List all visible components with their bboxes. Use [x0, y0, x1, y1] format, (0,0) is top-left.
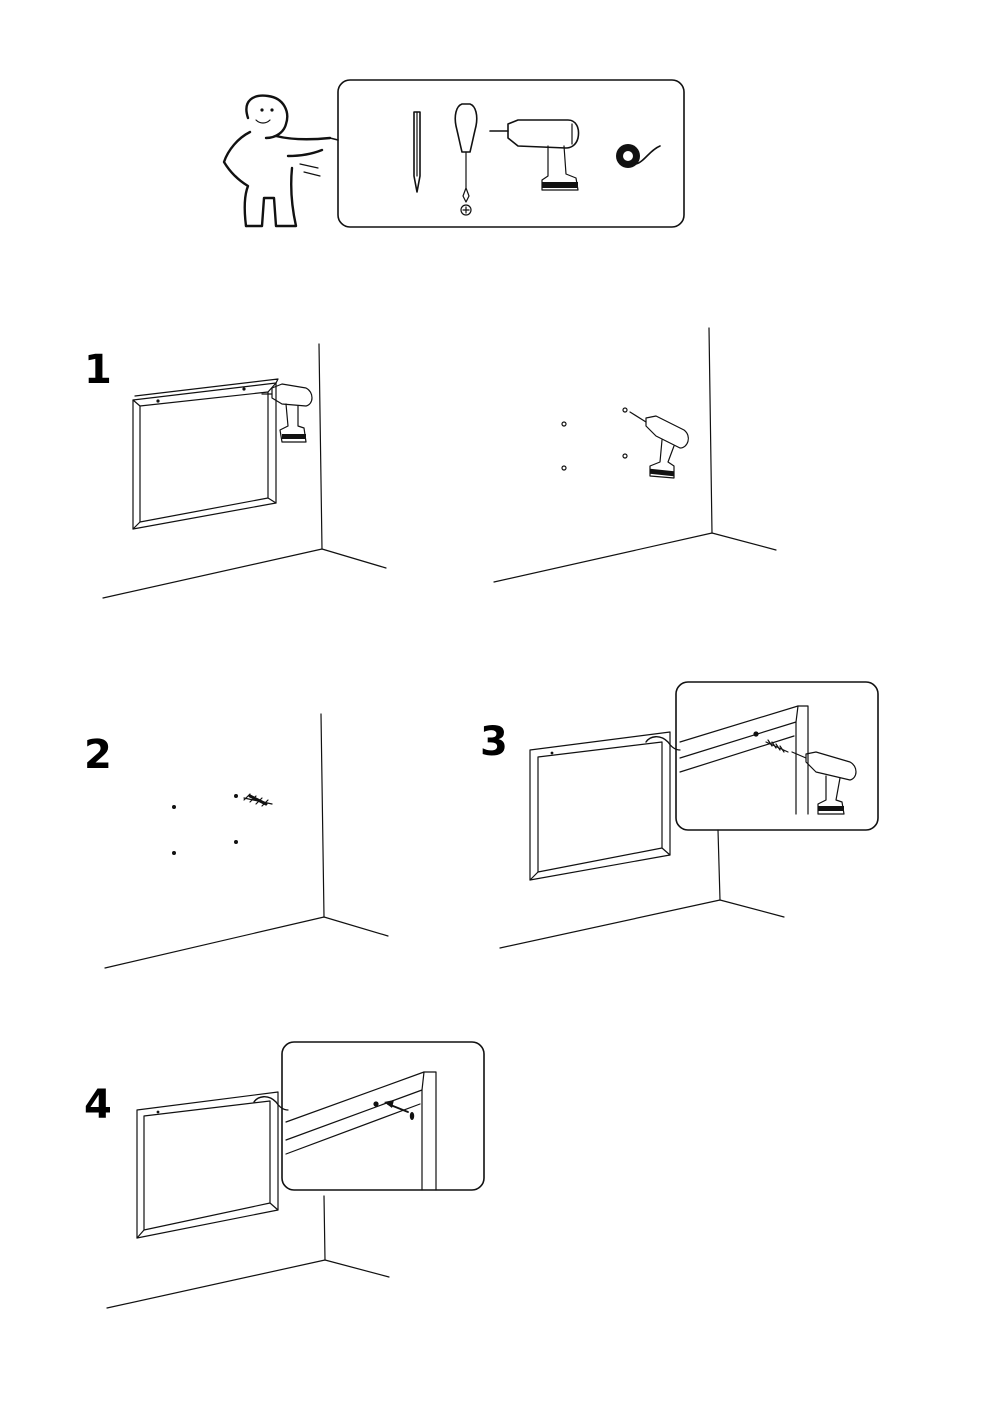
- step-number-3: 3: [480, 719, 508, 765]
- power-drill-icon: [489, 119, 580, 191]
- step-number-2: 2: [84, 732, 112, 778]
- step-number-1: 1: [84, 347, 112, 393]
- step-number-4: 4: [84, 1082, 112, 1128]
- assembly-person-icon: [222, 94, 332, 228]
- step-1-panel-frame-marking: [102, 343, 387, 599]
- phillips-screwdriver-icon: [454, 103, 478, 216]
- step-4-panel-cover-screw: [106, 1041, 485, 1309]
- step-1-panel-drilling: [493, 327, 777, 583]
- step-2-panel-wall-plugs: [104, 713, 389, 969]
- tools-panel: [337, 79, 685, 228]
- step-3-panel-screw-frame: [499, 681, 879, 949]
- measuring-tape-icon: [616, 144, 661, 168]
- pencil-icon: [413, 111, 421, 193]
